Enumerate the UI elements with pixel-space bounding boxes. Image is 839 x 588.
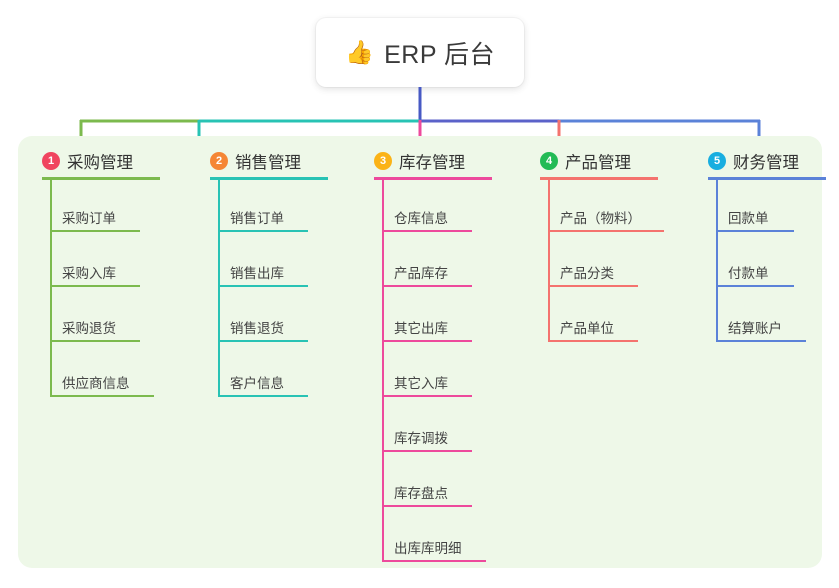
column-header-4[interactable]: 4 产品管理 [540,149,631,173]
leaf-item-label: 产品库存 [394,266,448,281]
diagram-panel: 1 采购管理采购订单采购入库采购退货供应商信息 2 销售管理销售订单销售出库销售退货客… [18,136,826,568]
column-title-2: 销售管理 [235,154,301,172]
leaf-item-rule [716,285,794,287]
column-title-4: 产品管理 [565,154,631,172]
column-header-5[interactable]: 5 财务管理 [708,149,799,173]
leaf-item-rule [382,450,472,452]
leaf-item-label: 销售订单 [230,211,284,226]
leaf-item-label: 仓库信息 [394,211,448,226]
column-badge-5: 5 [708,152,726,170]
leaf-item-label: 产品（物料） [560,211,641,226]
column-bar-2 [210,177,328,180]
column-bar-1 [42,177,160,180]
leaf-item-rule [382,285,472,287]
column-bar-3 [374,177,492,180]
column-stem-2 [218,177,220,397]
leaf-item-rule [382,395,472,397]
column-stem-1 [50,177,52,397]
leaf-item-rule [548,285,638,287]
leaf-item-label: 产品单位 [560,321,614,336]
column-stem-5 [716,177,718,342]
leaf-item-label: 库存调拨 [394,431,448,446]
leaf-item-rule [218,395,308,397]
leaf-item-label: 客户信息 [230,376,284,391]
root-node-content: 👍 ERP 后台 [345,35,495,71]
leaf-item-label: 产品分类 [560,266,614,281]
column-header-1[interactable]: 1 采购管理 [42,149,133,173]
leaf-item-label: 库存盘点 [394,486,448,501]
leaf-item-label: 销售退货 [230,321,284,336]
leaf-item-label: 回款单 [728,211,769,226]
root-title: ERP 后台 [384,40,496,69]
leaf-item-label: 付款单 [728,266,769,281]
column-title-1: 采购管理 [67,154,133,172]
column-bar-5 [708,177,826,180]
leaf-item-label: 其它入库 [394,376,448,391]
column-badge-3: 3 [374,152,392,170]
leaf-item-label: 采购入库 [62,266,116,281]
leaf-item-label: 供应商信息 [62,376,130,391]
leaf-item-rule [382,505,472,507]
leaf-item-rule [50,340,140,342]
column-stem-3 [382,177,384,562]
leaf-item-label: 其它出库 [394,321,448,336]
leaf-item-rule [716,340,806,342]
column-header-3[interactable]: 3 库存管理 [374,149,465,173]
column-title-5: 财务管理 [733,154,799,172]
leaf-item-rule [218,230,308,232]
column-header-2[interactable]: 2 销售管理 [210,149,301,173]
column-bar-4 [540,177,658,180]
leaf-item-label: 结算账户 [728,321,782,336]
column-badge-2: 2 [210,152,228,170]
column-title-3: 库存管理 [399,154,465,172]
column-stem-4 [548,177,550,342]
leaf-item-label: 出库库明细 [394,541,462,556]
leaf-item-label: 销售出库 [230,266,284,281]
leaf-item-rule [548,340,638,342]
leaf-item-rule [50,230,140,232]
leaf-item-rule [548,230,664,232]
root-node[interactable]: 👍 ERP 后台 [316,18,524,87]
leaf-item-label: 采购订单 [62,211,116,226]
leaf-item-rule [218,340,308,342]
leaf-item-rule [50,395,154,397]
leaf-item-rule [382,340,472,342]
leaf-item-rule [382,230,472,232]
leaf-item-label: 采购退货 [62,321,116,336]
column-badge-1: 1 [42,152,60,170]
leaf-item-rule [382,560,486,562]
leaf-item-rule [50,285,140,287]
leaf-item-rule [218,285,308,287]
leaf-item-rule [716,230,794,232]
thumbs-up-icon: 👍 [344,39,375,65]
column-badge-4: 4 [540,152,558,170]
